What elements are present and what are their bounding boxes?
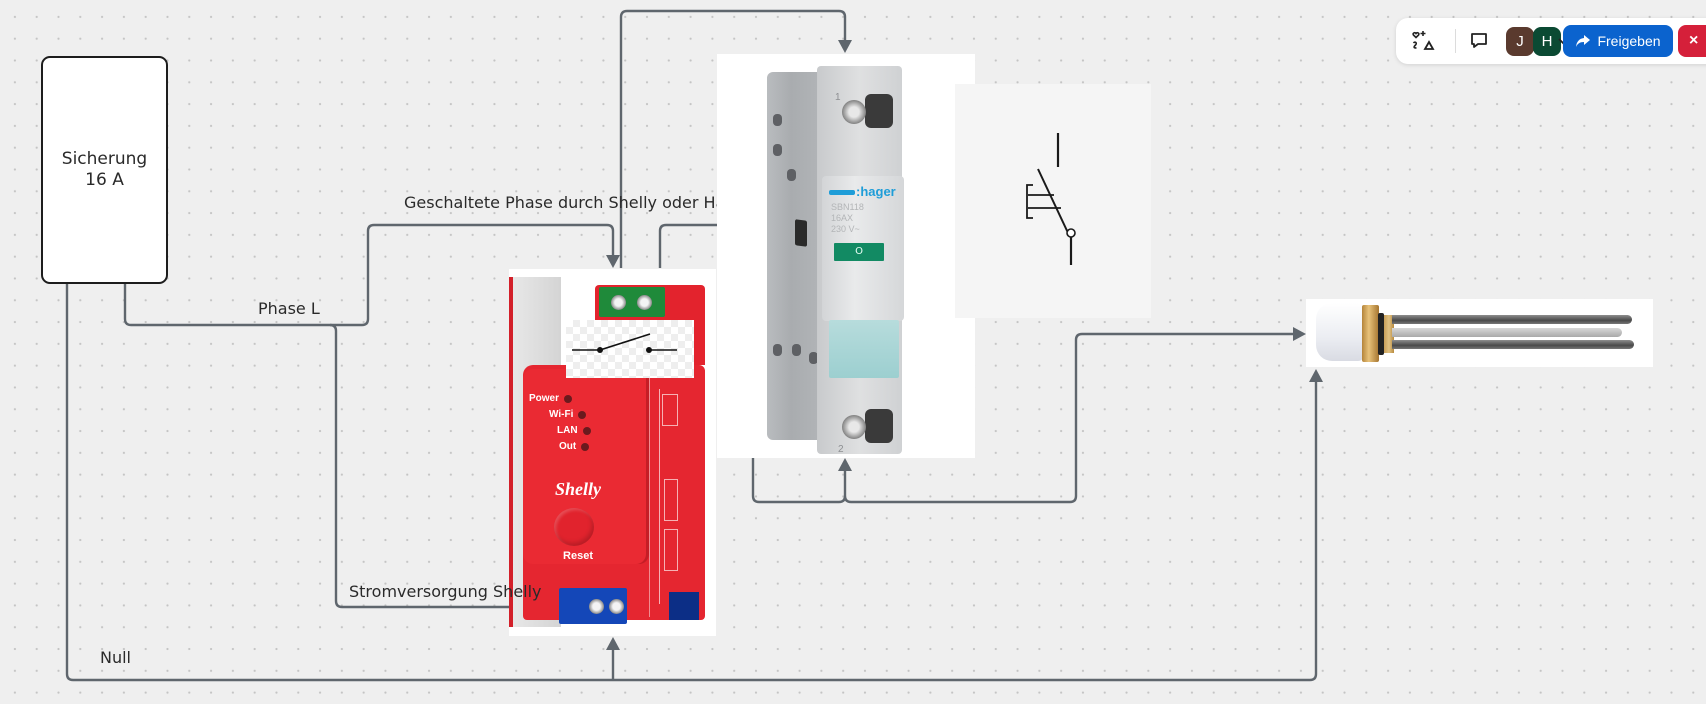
blue-terminal: [559, 588, 627, 624]
switch-window: [829, 320, 899, 378]
side-marking: [664, 529, 678, 571]
terminal-slot: [865, 94, 893, 128]
hager-spec: SBN118 16AX 230 V~: [831, 202, 864, 235]
toolbar-separator: [1455, 29, 1456, 53]
terminal-slot: [865, 409, 893, 443]
side-marking: [662, 394, 678, 426]
heater-thread: [1384, 315, 1394, 353]
terminal-number-bottom: 2: [838, 444, 844, 455]
heater-brass-nut: [1362, 305, 1379, 362]
led-icon: [582, 426, 591, 435]
share-arrow-icon: [1576, 35, 1591, 47]
label-power-supply[interactable]: Stromversorgung Shelly: [349, 582, 542, 601]
arrow-neutral-heater: [1309, 369, 1323, 382]
avatar-h[interactable]: H: [1533, 27, 1561, 56]
label-switched-phase[interactable]: Geschaltete Phase durch Shelly oder Hand…: [404, 193, 810, 212]
led-power: Power: [529, 393, 710, 404]
arrow-into-heater-phase: [1293, 327, 1306, 341]
relay-switch-symbol-icon: [566, 320, 694, 378]
share-button[interactable]: Freigeben: [1563, 25, 1673, 57]
led-label: LAN: [557, 425, 578, 436]
terminal-screw: [842, 100, 866, 124]
arrow-neutral-shelly: [606, 637, 620, 650]
share-label: Freigeben: [1597, 33, 1661, 49]
arrow-phase-into-shelly: [606, 255, 620, 268]
hole: [787, 169, 796, 181]
immersion-heater-image[interactable]: [1306, 299, 1653, 367]
hole: [792, 344, 801, 356]
model-text: SBN118: [831, 202, 864, 212]
pushbutton-symbol-panel[interactable]: [955, 84, 1151, 318]
screw: [609, 599, 624, 614]
led-wifi: Wi-Fi: [549, 409, 710, 420]
reset-label: Reset: [563, 550, 593, 562]
green-terminal: [599, 287, 665, 317]
terminal-number-top: 1: [835, 92, 841, 103]
aux-slot: [795, 219, 807, 247]
hager-logo: :hager: [829, 184, 896, 199]
led-icon: [578, 410, 587, 419]
heater-seal: [1378, 313, 1384, 355]
screw: [637, 295, 652, 310]
hole: [773, 144, 782, 156]
collaboration-toolbar: J H Freigeben ×: [1396, 18, 1706, 64]
arrow-into-hager-bottom: [838, 458, 852, 471]
led-lan: LAN: [557, 425, 710, 436]
heater-rod: [1392, 340, 1634, 349]
heater-rod: [1392, 315, 1632, 324]
led-label: Power: [529, 393, 560, 404]
heater-cap: [1316, 303, 1364, 361]
reset-button-graphic: [554, 508, 594, 546]
side-marking: [664, 479, 678, 521]
hager-switch-image[interactable]: 1 :hager SBN118 16AX 230 V~ O 2: [717, 54, 975, 458]
screw: [611, 295, 626, 310]
label-phase-l[interactable]: Phase L: [258, 299, 320, 318]
manual-switch-symbol-icon: [1026, 133, 1076, 265]
fuse-label-line1: Sicherung: [61, 149, 148, 169]
shelly-relay-image[interactable]: Power Wi-Fi LAN Out Shelly Reset: [509, 269, 716, 636]
brand-text: :hager: [856, 184, 896, 199]
shelly-side: [649, 369, 702, 617]
rating-text: 16AX: [831, 213, 854, 223]
switch-lever: O: [834, 243, 884, 261]
logo-bar: [829, 190, 855, 196]
hole: [773, 114, 782, 126]
terminal-screw: [842, 415, 866, 439]
wall-edge: [509, 277, 513, 627]
shelly-logo: Shelly: [554, 479, 601, 499]
voltage-text: 230 V~: [831, 224, 860, 234]
heater-rod: [1392, 328, 1622, 337]
side-line: [659, 389, 660, 604]
arrow-into-hager-top: [838, 40, 852, 53]
hole: [809, 352, 818, 364]
led-label: Wi-Fi: [549, 409, 574, 420]
close-button[interactable]: ×: [1678, 25, 1706, 57]
avatar-j[interactable]: J: [1506, 27, 1534, 56]
led-icon: [564, 394, 573, 403]
fuse-box[interactable]: Sicherung 16 A: [41, 56, 168, 284]
fuse-label-line2: 16 A: [85, 170, 124, 190]
blue-terminal-side: [669, 592, 699, 620]
led-icon: [581, 442, 590, 451]
screw: [589, 599, 604, 614]
hole: [773, 344, 782, 356]
led-label: Out: [559, 441, 577, 452]
comment-icon[interactable]: [1465, 27, 1493, 55]
label-neutral[interactable]: Null: [100, 648, 131, 667]
led-out: Out: [559, 441, 710, 452]
shapes-sparkle-icon[interactable]: [1409, 27, 1437, 55]
